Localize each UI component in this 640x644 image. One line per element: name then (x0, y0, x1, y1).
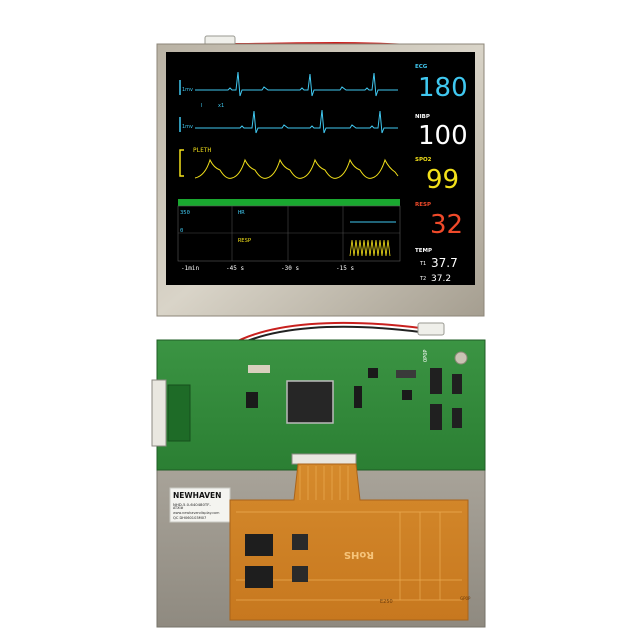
trend-resp-label: RESP (238, 238, 252, 244)
spo2-value: 99 (426, 165, 459, 195)
trend-header-bar (178, 199, 400, 206)
fpc-sticker: GP0P (460, 596, 471, 601)
gain-marker: x1 (218, 103, 224, 109)
trend-hr-label: HR (238, 210, 245, 216)
lead-marker: I (201, 103, 202, 109)
flex-cable (229, 463, 469, 621)
board-connector (291, 453, 357, 465)
ecg-waveform-lead2 (195, 109, 398, 134)
resp-value: 32 (430, 210, 463, 240)
component (354, 386, 362, 408)
fpc-code: E250 (380, 599, 393, 605)
fpc-chip (292, 534, 308, 550)
trend-resp-wave (349, 239, 391, 257)
lead2-scale-label: 1mv (182, 124, 193, 130)
lcd-module-front: 1mv I x1 1mv PLETH 350 0 HR RESP -1min -… (156, 35, 485, 317)
connector-strip (167, 384, 191, 442)
trend-zero-label: 0 (180, 228, 183, 234)
model-suffix: ATXI# (173, 506, 183, 510)
t2-value: 37.2 (431, 274, 451, 284)
fpc-chip (245, 534, 273, 556)
rohs-mark: RoHS (344, 549, 374, 560)
component (396, 370, 416, 378)
trend-max-label: 350 (180, 210, 190, 216)
component (246, 392, 258, 408)
ecg-value: 180 (418, 73, 468, 103)
mounting-hole (454, 351, 468, 365)
t1-value: 37.7 (431, 256, 458, 270)
spo2-label: SPO2 (415, 157, 432, 163)
component (430, 404, 442, 430)
nibp-label: NIBP (415, 114, 430, 120)
board-sticker: 0P0P (423, 350, 429, 362)
t2-label: T2 (419, 276, 426, 282)
lcd-module-back: 0P0P NEWHAVEN NHD-5.0-640480TF- www.newh… (151, 321, 486, 628)
pleth-bracket (179, 149, 184, 177)
time-axis-label: -1min (181, 265, 199, 272)
component (248, 365, 270, 373)
cable-connector (417, 322, 445, 336)
controller-chip (286, 380, 334, 424)
t1-label: T1 (419, 261, 426, 267)
component (368, 368, 378, 378)
fpc-chip (292, 566, 308, 582)
component (402, 390, 412, 400)
time-axis-label: -15 s (336, 265, 354, 272)
fpc-chip (245, 566, 273, 588)
time-axis-label: -45 s (226, 265, 244, 272)
brand-name: NEWHAVEN (173, 491, 221, 500)
qc-line: QC DH060103M07 (173, 516, 206, 520)
trend-panel (177, 205, 401, 262)
site-url: www.newhavendisplay.com (173, 511, 220, 515)
component (452, 408, 462, 428)
pleth-label: PLETH (193, 147, 211, 154)
component (430, 368, 442, 394)
nibp-value: 100 (418, 121, 468, 151)
ecg-waveform-lead1 (195, 71, 398, 97)
cable-wire-red (229, 321, 421, 346)
fpc-traces (236, 466, 462, 601)
resp-label: RESP (415, 202, 431, 208)
ecg-label: ECG (415, 64, 428, 70)
time-axis-label: -30 s (281, 265, 299, 272)
temp-label: TEMP (415, 248, 432, 254)
product-label (169, 487, 231, 523)
component (452, 374, 462, 394)
pleth-waveform (194, 158, 399, 179)
fpc-connector-left (151, 379, 167, 447)
lead1-scale-label: 1mv (182, 87, 193, 93)
model-line: NHD-5.0-640480TF- (173, 502, 211, 507)
